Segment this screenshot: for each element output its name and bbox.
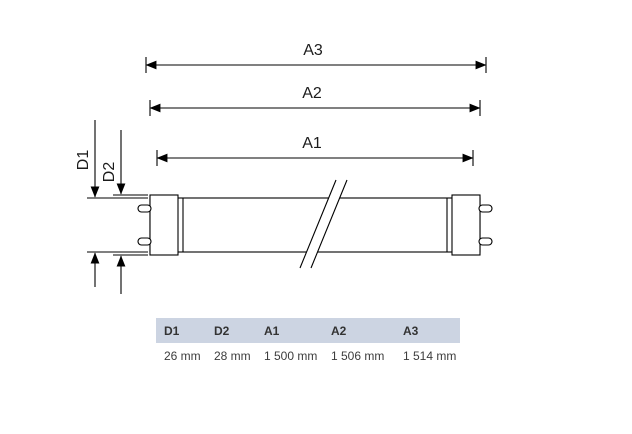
dimension-a2 <box>149 100 481 116</box>
break-mark <box>299 179 348 269</box>
dimension-a2-label: A2 <box>302 85 322 102</box>
table-value-a2: 1 506 mm <box>331 348 385 363</box>
dimension-d1 <box>87 120 148 287</box>
table-value-d1: 26 mm <box>164 348 201 363</box>
dimension-a1-label: A1 <box>302 135 322 152</box>
dimension-a3-label: A3 <box>303 42 323 59</box>
table-header-a2: A2 <box>331 323 347 338</box>
dimension-d2-label: D2 <box>101 162 118 183</box>
dimension-d2 <box>113 130 148 294</box>
tube-pin-left-bottom <box>137 237 152 246</box>
led-tube-drawing <box>137 179 493 269</box>
table-value-a1: 1 500 mm <box>264 348 318 363</box>
tube-endcap-left <box>149 194 179 256</box>
tube-pin-left-top <box>137 204 152 213</box>
table-values-row: 26 mm 28 mm 1 500 mm 1 506 mm 1 514 mm <box>156 343 460 368</box>
table-value-d2: 28 mm <box>214 348 251 363</box>
tube-dimension-diagram: A3 A2 A1 D1 D2 <box>75 42 493 294</box>
tube-pin-right-top <box>478 204 493 213</box>
table-header-a1: A1 <box>264 323 280 338</box>
table-value-a3: 1 514 mm <box>403 348 457 363</box>
table-header-a3: A3 <box>403 323 419 338</box>
table-header-row: D1 D2 A1 A2 A3 <box>156 318 460 343</box>
dimension-a3 <box>145 57 487 73</box>
tube-pin-right-bottom <box>478 237 493 246</box>
table-header-d1: D1 <box>164 323 180 338</box>
table-header-d2: D2 <box>214 323 230 338</box>
dimension-a1 <box>156 150 474 166</box>
dimension-d1-label: D1 <box>75 150 92 171</box>
dimensions-table: D1 D2 A1 A2 A3 26 mm 28 mm 1 500 mm 1 50… <box>156 318 460 368</box>
tube-endcap-right <box>451 194 481 256</box>
